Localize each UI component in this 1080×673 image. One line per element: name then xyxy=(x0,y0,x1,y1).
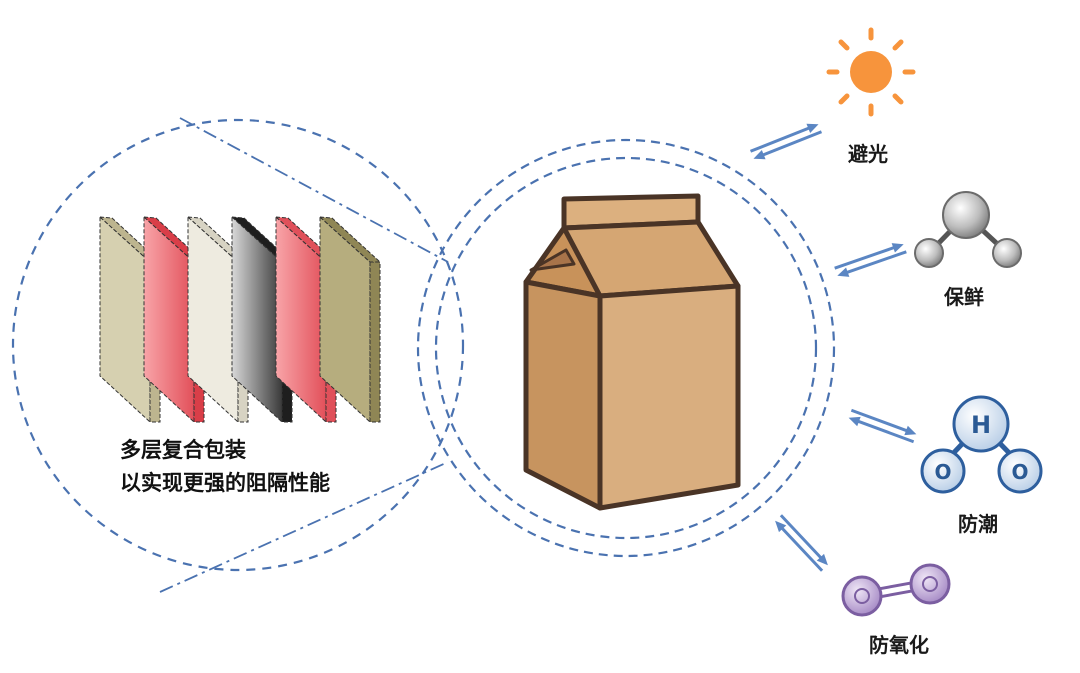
label-moisture: 防潮 xyxy=(958,512,998,536)
oxygen-label-left: O xyxy=(934,460,951,484)
connector-line-bottom xyxy=(159,461,449,593)
caption-line-1: 多层复合包装 xyxy=(120,438,246,462)
water-molecule-icon: H O O xyxy=(920,395,1043,494)
composite-layer-6 xyxy=(318,215,382,424)
exchange-arrows xyxy=(749,123,917,572)
molecule-icon xyxy=(914,191,1022,268)
arrows-light xyxy=(749,123,823,160)
arrows-moisture xyxy=(848,408,917,444)
magnifier-circle xyxy=(11,118,465,572)
sun-icon xyxy=(826,27,916,117)
connector-line-top xyxy=(179,117,449,263)
arrows-fresh xyxy=(834,243,907,277)
label-oxidation: 防氧化 xyxy=(869,633,929,657)
connector-lines xyxy=(159,117,449,593)
barrier-rings xyxy=(416,138,836,558)
composite-layers xyxy=(98,215,382,424)
oxygen-label-right: O xyxy=(1011,460,1028,484)
hydrogen-label: H xyxy=(971,411,991,439)
milk-carton-icon xyxy=(523,193,741,511)
label-fresh: 保鲜 xyxy=(943,285,984,309)
caption-line-2: 以实现更强的阻隔性能 xyxy=(120,471,330,495)
label-light: 避光 xyxy=(848,142,888,166)
oxygen-molecule-icon xyxy=(841,563,951,617)
arrows-oxidation xyxy=(775,514,828,572)
